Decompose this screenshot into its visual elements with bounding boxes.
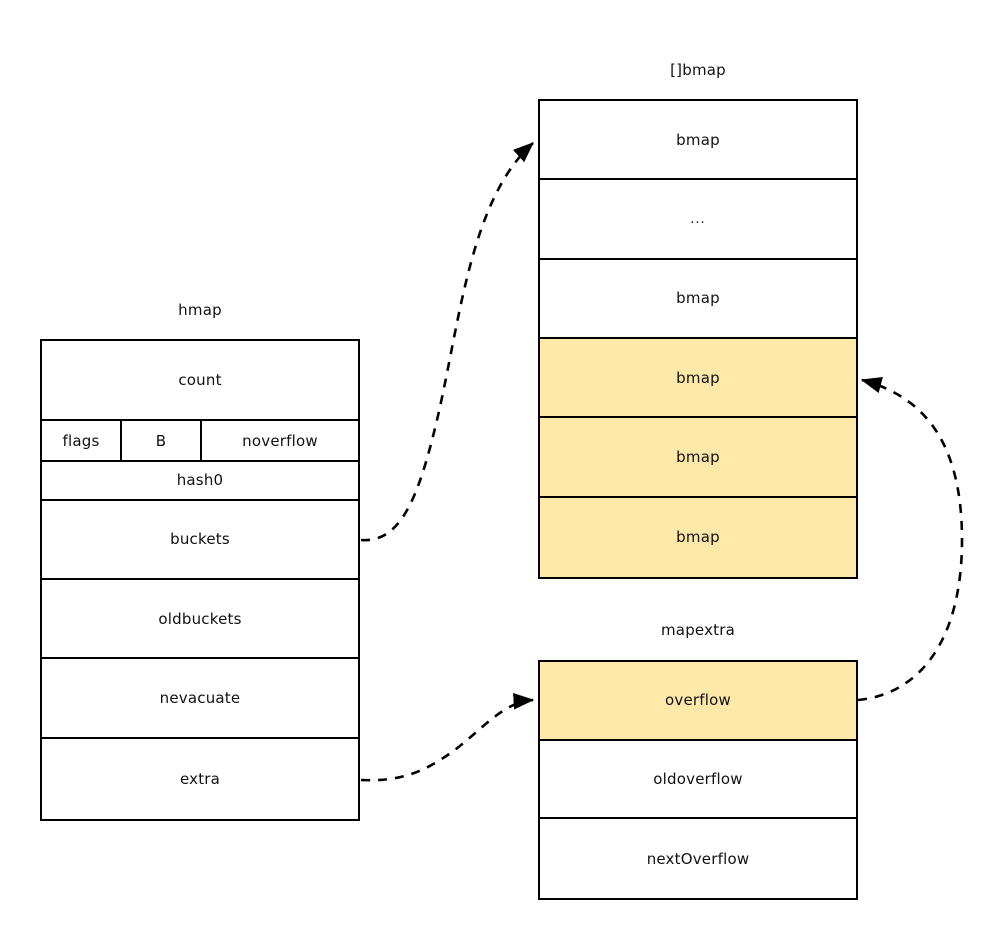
mapextra-title: mapextra [660, 621, 736, 639]
mapextra-field-overflow-label: overflow [540, 662, 856, 739]
bmap-slot-label: bmap [540, 418, 856, 496]
mapextra-field-oldoverflow-label: oldoverflow [653, 770, 743, 788]
mapextra-field-oldoverflow: oldoverflow [540, 740, 856, 820]
hmap-field-flags-row: flags B noverflow [42, 421, 358, 462]
bmap-slot-overflow: bmap [540, 497, 856, 578]
hmap-field-b-label: B [122, 421, 202, 460]
hmap-field-noverflow-label: noverflow [242, 431, 318, 450]
hmap-struct: count flags B noverflow hash0 buckets ol… [40, 339, 360, 821]
bmap-slot-label: bmap [540, 339, 856, 417]
bmap-slot-ellipsis: ... [540, 180, 856, 260]
bmap-slot: bmap [540, 259, 856, 340]
mapextra-field-nextoverflow-label: nextOverflow [646, 849, 750, 868]
bmap-slot-ellipsis-label: ... [690, 211, 706, 227]
hmap-field-count-label: count [178, 371, 222, 390]
mapextra-struct: overflow oldoverflow nextOverflow [538, 660, 858, 900]
bmap-slot: bmap [540, 101, 856, 181]
hmap-field-oldbuckets: oldbuckets [42, 580, 358, 660]
arrow-extra-to-mapextra [360, 692, 535, 782]
hmap-field-buckets: buckets [42, 500, 358, 581]
hmap-field-nevacuate: nevacuate [42, 659, 358, 739]
bmap-slot-label: bmap [676, 289, 720, 308]
hmap-field-hash0-label: hash0 [176, 471, 224, 490]
hmap-field-extra-label: extra [179, 769, 221, 788]
bmap-slot-label: bmap [540, 497, 856, 578]
hmap-field-buckets-label: buckets [170, 530, 230, 549]
arrow-buckets-to-bmap [360, 142, 534, 542]
mapextra-field-overflow: overflow [540, 662, 856, 741]
bmap-array-struct: bmap ... bmap bmap bmap bmap [538, 99, 858, 579]
hmap-field-extra: extra [42, 738, 358, 820]
hmap-field-oldbuckets-label: oldbuckets [158, 609, 242, 628]
hmap-field-flags-label: flags [42, 421, 122, 460]
bmap-title: []bmap [670, 61, 726, 79]
hmap-field-hash0: hash0 [42, 462, 358, 501]
bmap-slot-label: bmap [676, 130, 720, 149]
hmap-field-nevacuate-label: nevacuate [159, 689, 241, 708]
mapextra-field-nextoverflow: nextOverflow [540, 819, 856, 898]
hmap-title: hmap [178, 301, 222, 319]
hmap-field-count: count [42, 341, 358, 422]
bmap-slot-overflow: bmap [540, 418, 856, 498]
arrow-overflow-to-bmap [857, 376, 964, 702]
bmap-slot-overflow: bmap [540, 339, 856, 419]
